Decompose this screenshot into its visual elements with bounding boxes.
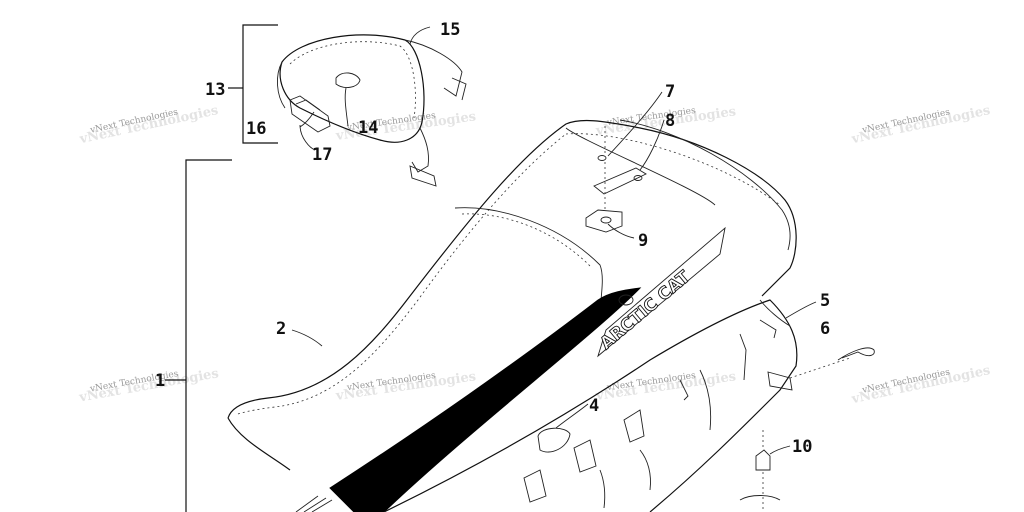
part-label-7: 7 <box>665 82 675 102</box>
foam-pad <box>537 427 571 453</box>
part-label-2: 2 <box>276 319 286 339</box>
part-label-17: 17 <box>312 145 332 165</box>
seat: ARCTIC CAT <box>227 119 798 512</box>
latch-bracket <box>593 167 647 195</box>
part-label-5: 5 <box>820 291 830 311</box>
backrest-clip <box>409 165 437 187</box>
hardware <box>537 126 875 512</box>
part-label-15: 15 <box>440 20 460 40</box>
watermark: vNext Technologies vNext Technologies <box>77 366 220 405</box>
part-label-9: 9 <box>638 231 648 251</box>
part-label-14: 14 <box>358 118 378 138</box>
buckle <box>289 95 331 133</box>
plate <box>585 209 623 233</box>
watermark: vNext Technologies vNext Technologies <box>77 103 219 147</box>
part-label-4: 4 <box>589 396 599 416</box>
part-labels: 1 2 4 5 6 7 8 9 10 13 14 15 16 17 <box>155 20 830 457</box>
bracket-13 <box>228 24 278 144</box>
backrest-pad <box>335 72 361 88</box>
washer <box>633 175 643 181</box>
watermark: vNext Technologies vNext Technologies <box>334 369 477 404</box>
part-label-10: 10 <box>792 437 812 457</box>
watermark: vNext Technologies vNext Technologies <box>849 103 991 147</box>
part-label-13: 13 <box>205 80 225 100</box>
backrest-assembly <box>277 34 467 187</box>
seat-latch <box>618 294 634 306</box>
logo-panel <box>597 226 726 358</box>
part-label-6: 6 <box>820 319 830 339</box>
seat-hook-bracket <box>767 371 793 391</box>
leader-lines <box>291 26 817 455</box>
watermark: vNext Technologies vNext Technologies <box>594 369 737 404</box>
fastener <box>755 449 771 471</box>
part-label-8: 8 <box>665 111 675 131</box>
bracket-1 <box>165 159 232 512</box>
watermark: vNext Technologies vNext Technologies <box>849 363 991 407</box>
seat-side-panel <box>329 287 642 512</box>
part-label-16: 16 <box>246 119 266 139</box>
part-label-1: 1 <box>155 371 165 391</box>
screw-head <box>597 155 607 161</box>
watermark: vNext Technologies vNext Technologies <box>334 109 477 144</box>
